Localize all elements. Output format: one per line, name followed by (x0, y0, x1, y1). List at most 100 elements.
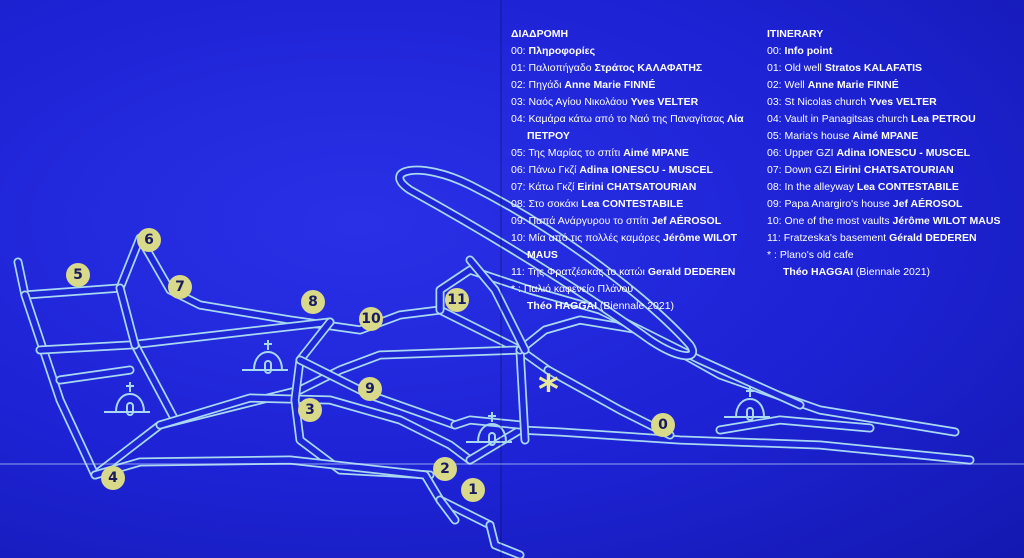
item-place: Παλιό καφενείο Πλάνου (523, 283, 634, 295)
stop-marker-7[interactable]: 7 (168, 275, 192, 299)
stop-marker-8[interactable]: 8 (301, 290, 325, 314)
legend-item: 01: Old well Stratos KALAFATIS (767, 60, 1015, 77)
road-fill (437, 267, 803, 408)
item-place: Παπά Ανάργυρου το σπίτι (528, 215, 649, 227)
item-artist: Jef AÉROSOL (892, 198, 963, 210)
item-number: * : (511, 283, 521, 295)
final-note: (Biennale 2021) (599, 300, 675, 312)
item-number: 11: (767, 232, 781, 244)
stop-marker-11[interactable]: 11 (445, 288, 469, 312)
item-place: Maria's house (784, 130, 850, 142)
church-icon (724, 387, 770, 421)
church-icon (104, 382, 150, 416)
legend-item: 08: In the alleyway Lea CONTESTABILE (767, 179, 1015, 196)
legend-item: 03: St Nicolas church Yves VELTER (767, 94, 1015, 111)
church-icon (242, 340, 288, 374)
item-artist: Yves VELTER (630, 96, 699, 108)
item-number: 09: (511, 215, 526, 227)
item-artist: Anne Marie FINNÉ (564, 79, 656, 91)
greek-legend-title: ΔΙΑΔΡΟΜΗ (511, 28, 569, 40)
item-artist: Yves VELTER (869, 96, 937, 108)
legend-item: 09: Παπά Ανάργυρου το σπίτι Jef AÉROSOL (511, 213, 759, 230)
legend-item: 06: Upper GZI Adina IONESCU - MUSCEL (767, 145, 1015, 162)
item-number: 00: (767, 45, 782, 57)
item-number: * : (767, 249, 777, 261)
legend-item: 00: Πληροφορίες (511, 43, 759, 60)
road-fill (132, 342, 178, 423)
legend-item: 03: Ναός Αγίου Νικολάου Yves VELTER (511, 94, 759, 111)
item-place: One of the most vaults (784, 215, 890, 227)
stop-marker-10[interactable]: 10 (359, 307, 383, 331)
item-number: 07: (511, 181, 526, 193)
item-number: 01: (767, 62, 782, 74)
item-place: Papa Anargiro's house (784, 198, 890, 210)
church-icon (466, 412, 512, 446)
item-artist: Adina IONESCU - MUSCEL (836, 147, 971, 159)
english-legend-title: ITINERARY (767, 28, 824, 40)
item-place: St Nicolas church (784, 96, 867, 108)
item-artist: Lea CONTESTABILE (856, 181, 959, 193)
road-fill (157, 395, 473, 463)
road-fill (57, 367, 133, 383)
item-place: Vault in Panagitsas church (784, 113, 909, 125)
legend-item: 02: Πηγάδι Anne Marie FINNÉ (511, 77, 759, 94)
item-place: Old well (784, 62, 822, 74)
legend-item: 06: Πάνω Γκζί Adina IONESCU - MUSCEL (511, 162, 759, 179)
fold-line-vertical (500, 0, 502, 558)
item-artist: Anne Marie FINNÉ (807, 79, 899, 91)
stop-marker-9[interactable]: 9 (358, 377, 382, 401)
item-number: 08: (767, 181, 782, 193)
final-artist: Théo HAGGAI (783, 266, 853, 278)
item-number: 02: (767, 79, 782, 91)
item-place: Παλιοπήγαδο (528, 62, 592, 74)
road-fill (117, 285, 138, 348)
road-fill (22, 292, 523, 478)
legend-item: 01: Παλιοπήγαδο Στράτος ΚΑΛΑΦΑΤΗΣ (511, 60, 759, 77)
item-place: Ναός Αγίου Νικολάου (528, 96, 628, 108)
legend-item: 04: Καμάρα κάτω από το Ναό της Παναγίτσα… (511, 111, 759, 145)
stop-marker-1[interactable]: 1 (461, 478, 485, 502)
item-number: 07: (767, 164, 782, 176)
stop-marker-0[interactable]: 0 (651, 413, 675, 437)
road-fill (487, 522, 523, 558)
item-artist: Eirini CHATSATOURIAN (834, 164, 954, 176)
stop-marker-6[interactable]: 6 (137, 228, 161, 252)
legend-item: 10: Μία από τις πολλές καμάρες Jérôme WI… (511, 230, 759, 264)
legend-item: 11: Fratzeska's basement Gérald DEDEREN (767, 230, 1015, 247)
item-artist: Adina IONESCU - MUSCEL (579, 164, 713, 176)
stop-marker-5[interactable]: 5 (66, 263, 90, 287)
item-place: Well (784, 79, 805, 91)
english-legend-final: Théo HAGGAI (Biennale 2021) (767, 264, 1015, 281)
item-place: Down GZI (784, 164, 832, 176)
road-fill (517, 347, 528, 443)
item-artist: Info point (784, 45, 833, 57)
stop-marker-2[interactable]: 2 (433, 457, 457, 481)
road-fill (467, 427, 973, 463)
item-number: 05: (511, 147, 526, 159)
item-place: Fratzeska's basement (783, 232, 887, 244)
item-number: 08: (511, 198, 526, 210)
item-number: 02: (511, 79, 526, 91)
item-place: Της Μαρίας το σπίτι (528, 147, 621, 159)
item-place: Πηγάδι (528, 79, 562, 91)
stop-marker-4[interactable]: 4 (101, 466, 125, 490)
item-artist: Jérôme WILOT MAUS (527, 232, 738, 261)
item-artist: Lea CONTESTABILE (581, 198, 684, 210)
item-artist: Gérald DEDEREN (889, 232, 977, 244)
item-number: 03: (511, 96, 526, 108)
item-number: 04: (511, 113, 526, 125)
final-artist: Théo HAGGAI (527, 300, 597, 312)
item-number: 01: (511, 62, 526, 74)
stop-marker-3[interactable]: 3 (298, 398, 322, 422)
item-artist: Στράτος ΚΑΛΑΦΑΤΗΣ (594, 62, 703, 74)
item-number: 11: (511, 266, 525, 278)
item-number: 04: (767, 113, 782, 125)
legend-item: * : Παλιό καφενείο Πλάνου (511, 281, 759, 298)
item-place: Plano's old cafe (779, 249, 854, 261)
legend-item: 00: Info point (767, 43, 1015, 60)
cafe-star-marker[interactable]: * (538, 367, 559, 413)
item-number: 05: (767, 130, 782, 142)
item-artist: Aimé MPANE (623, 147, 689, 159)
legend-item: 07: Down GZI Eirini CHATSATOURIAN (767, 162, 1015, 179)
